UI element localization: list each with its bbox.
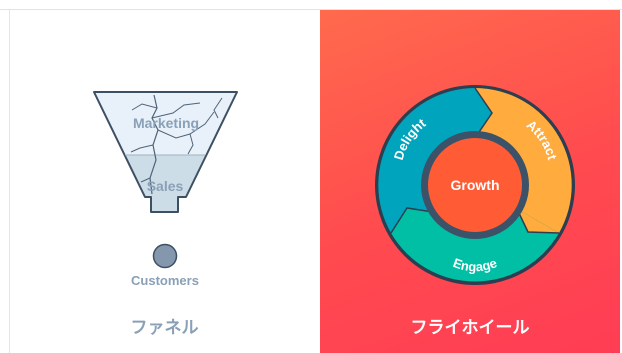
flywheel-separator-right — [516, 208, 560, 234]
funnel-diagram: Marketing Sales Customers — [93, 91, 238, 288]
funnel-crack-branch-5 — [187, 133, 194, 155]
funnel-crack-branch-2 — [151, 102, 201, 119]
flywheel-arrow-engage-to-delight — [391, 208, 433, 233]
top-border — [0, 0, 622, 10]
funnel-crack-branch-4 — [130, 144, 154, 153]
funnel-caption: ファネル — [130, 318, 199, 338]
funnel-stage-sales: Sales — [147, 178, 184, 194]
flywheel-caption: フライホイール — [410, 318, 530, 338]
funnel-bottom-section — [125, 155, 205, 212]
flywheel-arrow-delight-to-attract — [475, 88, 492, 138]
funnel-crack-main — [149, 94, 159, 195]
flywheel-label-engage: Engage — [451, 255, 499, 274]
funnel-outline — [93, 91, 238, 213]
funnel-crack-branch-6 — [140, 177, 151, 183]
flywheel-separator-top — [474, 87, 493, 139]
flywheel-label-engage-path: Engage — [451, 255, 499, 274]
funnel-stage-marketing: Marketing — [133, 115, 199, 131]
flywheel-center-growth: Growth — [451, 177, 500, 193]
flywheel-separator-left — [390, 207, 434, 234]
flywheel-arrow-attract-to-engage — [517, 209, 559, 233]
funnel-top-section — [94, 92, 237, 155]
flywheel-hub — [428, 138, 522, 232]
flywheel-diagram: Growth Attract Delight Engage — [375, 85, 575, 285]
funnel-outcome-customers: Customers — [131, 273, 199, 288]
customer-ball — [152, 243, 178, 269]
funnel-crack-branch-1 — [131, 103, 158, 111]
funnel-crack-branch-7 — [213, 97, 223, 119]
